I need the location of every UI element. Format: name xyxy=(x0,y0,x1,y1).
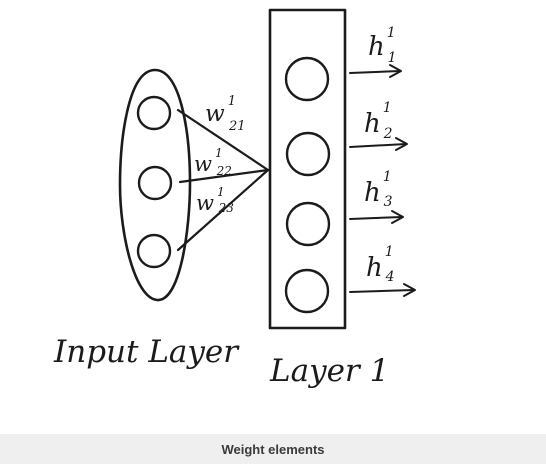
layer1-neuron-1 xyxy=(284,56,330,102)
caption-text: Weight elements xyxy=(221,441,325,457)
layer1-label: Layer 1 xyxy=(269,353,389,389)
output-arrow-4 xyxy=(349,283,416,297)
input-neuron-2 xyxy=(137,165,173,201)
weight-line-w22 xyxy=(178,168,270,184)
caption-bar: Weight elements xyxy=(0,434,546,464)
output-arrow-1 xyxy=(349,64,402,78)
layer1-neuron-3 xyxy=(285,201,331,247)
layer1-neuron-2 xyxy=(285,131,331,177)
input-neuron-1 xyxy=(136,95,172,131)
weight-line-w23 xyxy=(176,168,270,252)
output-arrow-3 xyxy=(349,210,404,224)
input-layer-ellipse xyxy=(118,68,192,302)
weight-line-w21 xyxy=(176,108,270,172)
output-arrow-2 xyxy=(349,137,408,151)
input-neuron-3 xyxy=(136,233,172,269)
layer1-box xyxy=(268,8,347,330)
layer1-neuron-4 xyxy=(284,268,330,314)
input-layer-label: Input Layer xyxy=(53,334,240,370)
